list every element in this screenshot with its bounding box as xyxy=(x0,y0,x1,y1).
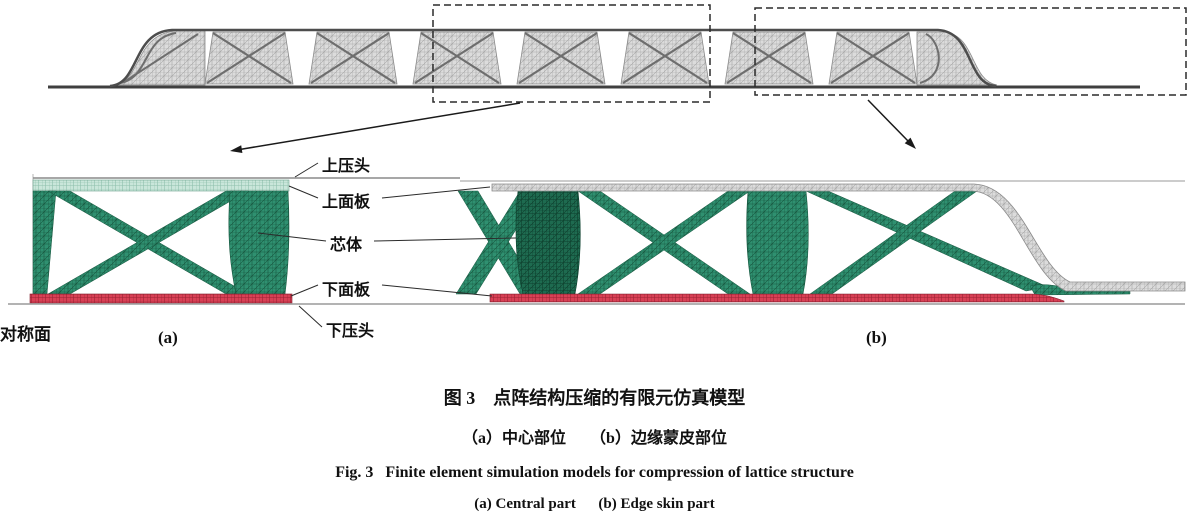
subfigure-label-b: (b) xyxy=(866,328,887,347)
caption-zh-title: 图 3 点阵结构压缩的有限元仿真模型 xyxy=(443,388,746,408)
leader-upper-indenter xyxy=(294,162,319,178)
caption-en-title: Fig. 3 Finite element simulation models … xyxy=(335,464,854,481)
subfigure-label-a: (a) xyxy=(158,328,178,347)
leader-upper-faceplate-a xyxy=(288,185,319,199)
label-core: 芯体 xyxy=(330,237,363,254)
detail-a-lower-faceplate xyxy=(29,293,293,304)
detail-a-core-left-member xyxy=(32,190,57,295)
leader-lower-faceplate-b xyxy=(381,284,493,297)
arrow-to-detail-a xyxy=(230,102,521,153)
label-upper-indenter: 上压头 xyxy=(322,158,371,175)
detail-a-core-right-member xyxy=(228,190,290,295)
label-lower-indenter: 下压头 xyxy=(326,323,375,340)
detail-b-edge-skin xyxy=(491,183,1186,292)
overview-right-strut xyxy=(919,33,940,84)
detail-a-model xyxy=(29,174,460,304)
arrow-to-detail-b xyxy=(867,99,916,149)
leader-lower-indenter xyxy=(298,305,323,328)
leader-core-a xyxy=(257,232,327,242)
label-upper-faceplate: 上面板 xyxy=(322,194,371,211)
leader-upper-faceplate-b xyxy=(381,186,491,199)
leader-lower-faceplate-a xyxy=(290,284,319,297)
dashed-box-edge xyxy=(754,7,1187,96)
caption-en-subtitle: (a) Central part (b) Edge skin part xyxy=(474,496,715,512)
caption-zh-subtitle: （a）中心部位 （b）边缘蒙皮部位 xyxy=(462,430,727,447)
figure-captions: 图 3 点阵结构压缩的有限元仿真模型 （a）中心部位 （b）边缘蒙皮部位 Fig… xyxy=(0,378,1189,513)
label-symmetry-plane: 对称面 xyxy=(0,325,51,344)
leader-lines xyxy=(257,162,517,328)
label-lower-faceplate: 下面板 xyxy=(322,282,371,299)
detail-b-core-member-2 xyxy=(746,190,809,295)
detail-b-model xyxy=(455,180,1186,303)
overview-top-shell xyxy=(109,28,997,88)
overview-lattice-braces xyxy=(206,32,916,84)
detail-a-upper-faceplate xyxy=(32,179,290,192)
dashed-box-center xyxy=(432,4,711,103)
figure-artwork xyxy=(8,4,1187,328)
leader-core-b xyxy=(373,237,517,242)
overview-model xyxy=(48,28,1140,89)
overview-left-brace xyxy=(123,33,199,83)
detail-b-lower-faceplate xyxy=(489,293,1065,303)
detail-b-core-diagonal-4 xyxy=(809,190,978,295)
overview-lattice-cells xyxy=(204,31,918,85)
detail-b-core-member-1 xyxy=(515,190,581,295)
